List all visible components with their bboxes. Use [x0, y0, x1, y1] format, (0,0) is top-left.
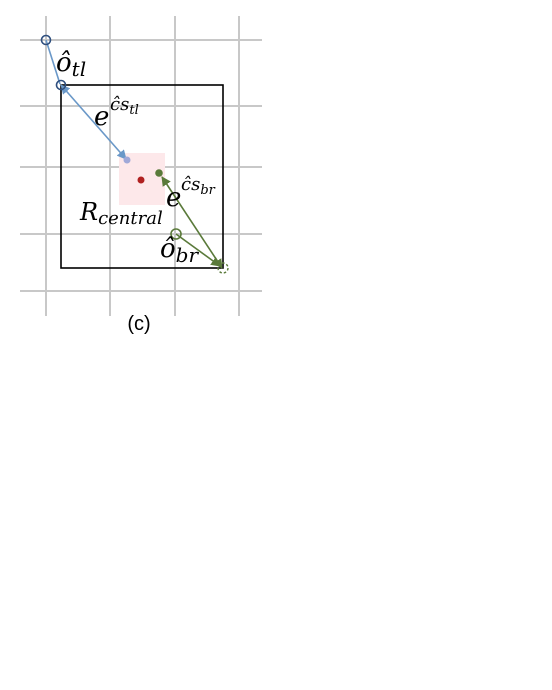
svg-text:e: e: [166, 183, 181, 213]
tl-corner-marker: [55, 79, 67, 91]
label-e-cs-br: e ĉsbr: [166, 174, 216, 213]
br-offset-arrow: [175, 233, 221, 267]
br-predicted-marker: [170, 228, 182, 240]
figure-caption: (c): [127, 313, 150, 335]
label-r-central: Rcentral: [79, 198, 163, 229]
tl-center-dot: [123, 156, 131, 164]
svg-text:ôtl: ôtl: [56, 48, 86, 81]
svg-text:ĉstl: ĉstl: [110, 94, 139, 118]
bounding-box: [60, 84, 224, 269]
tl-predicted-marker: [40, 34, 52, 46]
br-center-dot: [155, 169, 163, 177]
svg-text:ôbr: ôbr: [160, 234, 199, 267]
br-corner-marker: [217, 262, 229, 274]
svg-text:e: e: [94, 102, 109, 132]
central-dot: [137, 176, 145, 184]
tl-center-arrow: [60, 84, 127, 160]
svg-text:ĉsbr: ĉsbr: [181, 174, 216, 198]
label-o-tl: ôtl: [56, 48, 86, 81]
tl-offset-arrow: [45, 39, 61, 85]
label-e-cs-tl: e ĉstl: [94, 94, 139, 132]
br-center-arrow: [161, 176, 223, 269]
label-o-br: ôbr: [160, 234, 199, 267]
svg-text:Rcentral: Rcentral: [79, 198, 163, 229]
